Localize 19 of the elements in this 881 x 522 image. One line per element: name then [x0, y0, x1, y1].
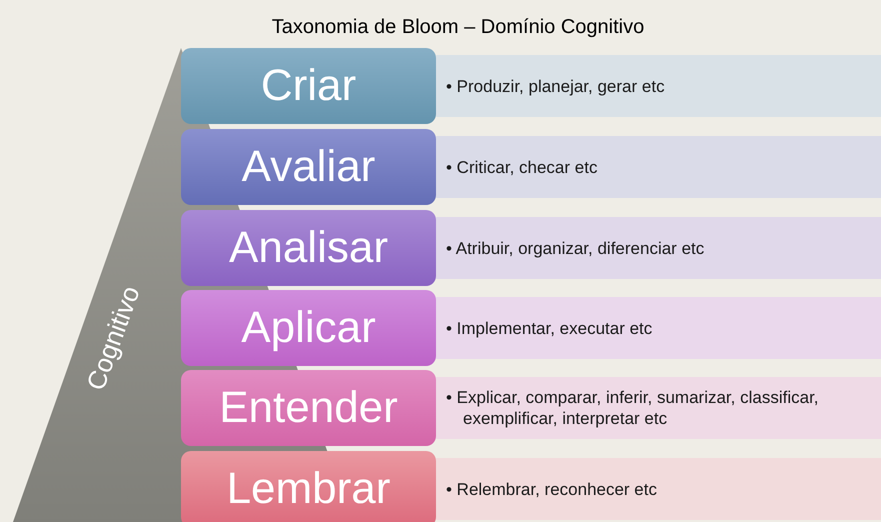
bullet-item: • Implementar, executar etc — [446, 318, 654, 338]
bullet-item: • Explicar, comparar, inferir, sumarizar, classificar, exemplificar, interpretar etc — [446, 387, 820, 429]
description-panel — [436, 458, 881, 520]
bullet-item: • Criticar, checar etc — [446, 156, 598, 178]
description-panel — [436, 217, 881, 279]
description-panel — [436, 55, 881, 117]
description-panel — [436, 136, 881, 198]
level-box: Avaliar — [181, 129, 436, 205]
level-box: Analisar — [181, 210, 436, 286]
description-panel — [436, 297, 881, 359]
level-box: Lembrar — [181, 451, 436, 522]
level-box: Aplicar — [181, 290, 436, 366]
diagram-title: Taxonomia de Bloom – Domínio Cognitivo — [270, 15, 646, 40]
bullet-item: • Relembrar, reconhecer etc — [446, 478, 658, 500]
bullet-item: • Atribuir, organizar, diferenciar etc — [446, 238, 706, 258]
bullet-item: • Produzir, planejar, gerar etc — [446, 76, 666, 96]
description-panel — [436, 377, 881, 439]
level-box: Criar — [181, 48, 436, 124]
level-box: Entender — [181, 370, 436, 446]
